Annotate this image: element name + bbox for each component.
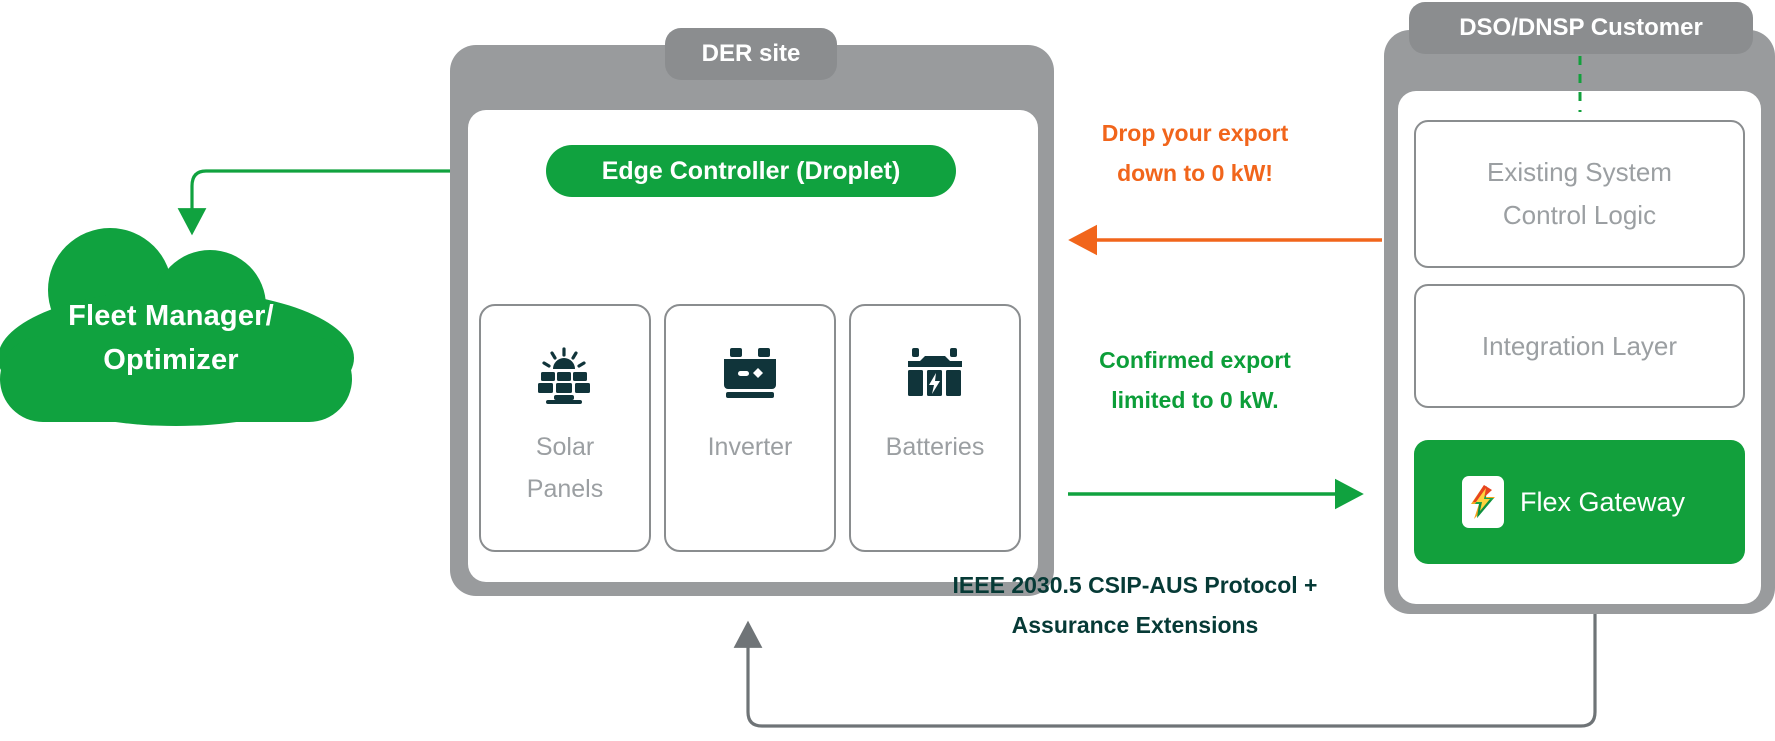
dso-existing-system-box[interactable]: Existing System Control Logic: [1414, 120, 1745, 268]
device-label-solar-panels: Solar Panels: [490, 426, 640, 510]
message-export-confirmation: Confirmed export limited to 0 kW.: [1054, 340, 1336, 420]
fleet-manager-cloud[interactable]: Fleet Manager/ Optimizer: [0, 218, 368, 430]
edge-controller-label: Edge Controller (Droplet): [601, 156, 901, 185]
fleet-manager-label: Fleet Manager/ Optimizer: [0, 294, 354, 382]
dso-integration-layer-label: Integration Layer: [1481, 330, 1678, 361]
message-curtailment-request: Drop your export down to 0 kW!: [1059, 113, 1331, 193]
message-export-confirmation-line1: Confirmed export: [1099, 347, 1291, 373]
der-site-tab: DER site: [665, 28, 837, 80]
dso-existing-system-line1: Existing System: [1487, 157, 1672, 187]
fleet-manager-label-line1: Fleet Manager/: [68, 300, 274, 332]
message-protocol-line2: Assurance Extensions: [1011, 612, 1259, 638]
inverter-icon: [718, 344, 782, 406]
device-card-solar-panels[interactable]: Solar Panels: [479, 304, 651, 552]
device-label-line1: Inverter: [707, 433, 793, 461]
dso-customer-tab: DSO/DNSP Customer: [1409, 2, 1753, 54]
message-protocol-line1: IEEE 2030.5 CSIP-AUS Protocol +: [952, 572, 1318, 598]
lightning-bolt-icon: [1462, 476, 1504, 528]
message-curtailment-request-line1: Drop your export: [1101, 120, 1289, 146]
device-label-line2: Panels: [526, 475, 604, 503]
device-label-line1: Batteries: [885, 433, 985, 461]
dso-integration-layer-box[interactable]: Integration Layer: [1414, 284, 1745, 408]
solar-panel-icon: [533, 344, 597, 406]
device-card-batteries[interactable]: Batteries: [849, 304, 1021, 552]
edge-controller-node[interactable]: Edge Controller (Droplet): [546, 145, 956, 197]
device-label-batteries: Batteries: [860, 426, 1010, 468]
message-curtailment-request-line2: down to 0 kW!: [1117, 160, 1273, 186]
dso-existing-system-line2: Control Logic: [1502, 200, 1657, 230]
flex-gateway-label: Flex Gateway: [1520, 486, 1686, 517]
message-protocol: IEEE 2030.5 CSIP-AUS Protocol + Assuranc…: [870, 565, 1400, 645]
device-card-inverter[interactable]: Inverter: [664, 304, 836, 552]
device-label-inverter: Inverter: [675, 426, 825, 468]
cloud-shape: [0, 228, 354, 426]
message-export-confirmation-line2: limited to 0 kW.: [1111, 387, 1279, 413]
battery-icon: [903, 344, 967, 406]
device-label-line1: Solar: [535, 433, 595, 461]
flex-gateway-box[interactable]: Flex Gateway: [1414, 440, 1745, 564]
fleet-manager-label-line2: Optimizer: [103, 344, 239, 376]
